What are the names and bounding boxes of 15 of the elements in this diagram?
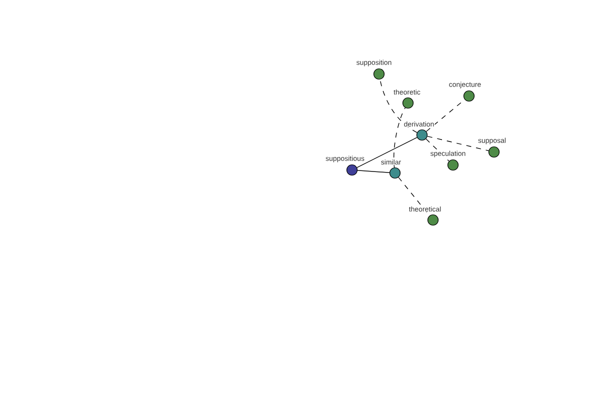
connector-line [380,79,418,133]
connector-line [393,107,406,168]
connector-line [427,136,489,152]
node-dot [447,159,459,171]
connector-line [356,137,418,168]
node-dot [389,167,401,179]
node-dot [346,164,358,176]
node-dot [427,214,439,226]
node-dot [416,129,428,141]
node-dot [373,68,385,80]
connector-line [357,170,390,173]
node-dot [488,146,500,158]
node-dot [463,90,475,102]
node-dot [402,97,414,109]
connector-line [426,138,450,162]
